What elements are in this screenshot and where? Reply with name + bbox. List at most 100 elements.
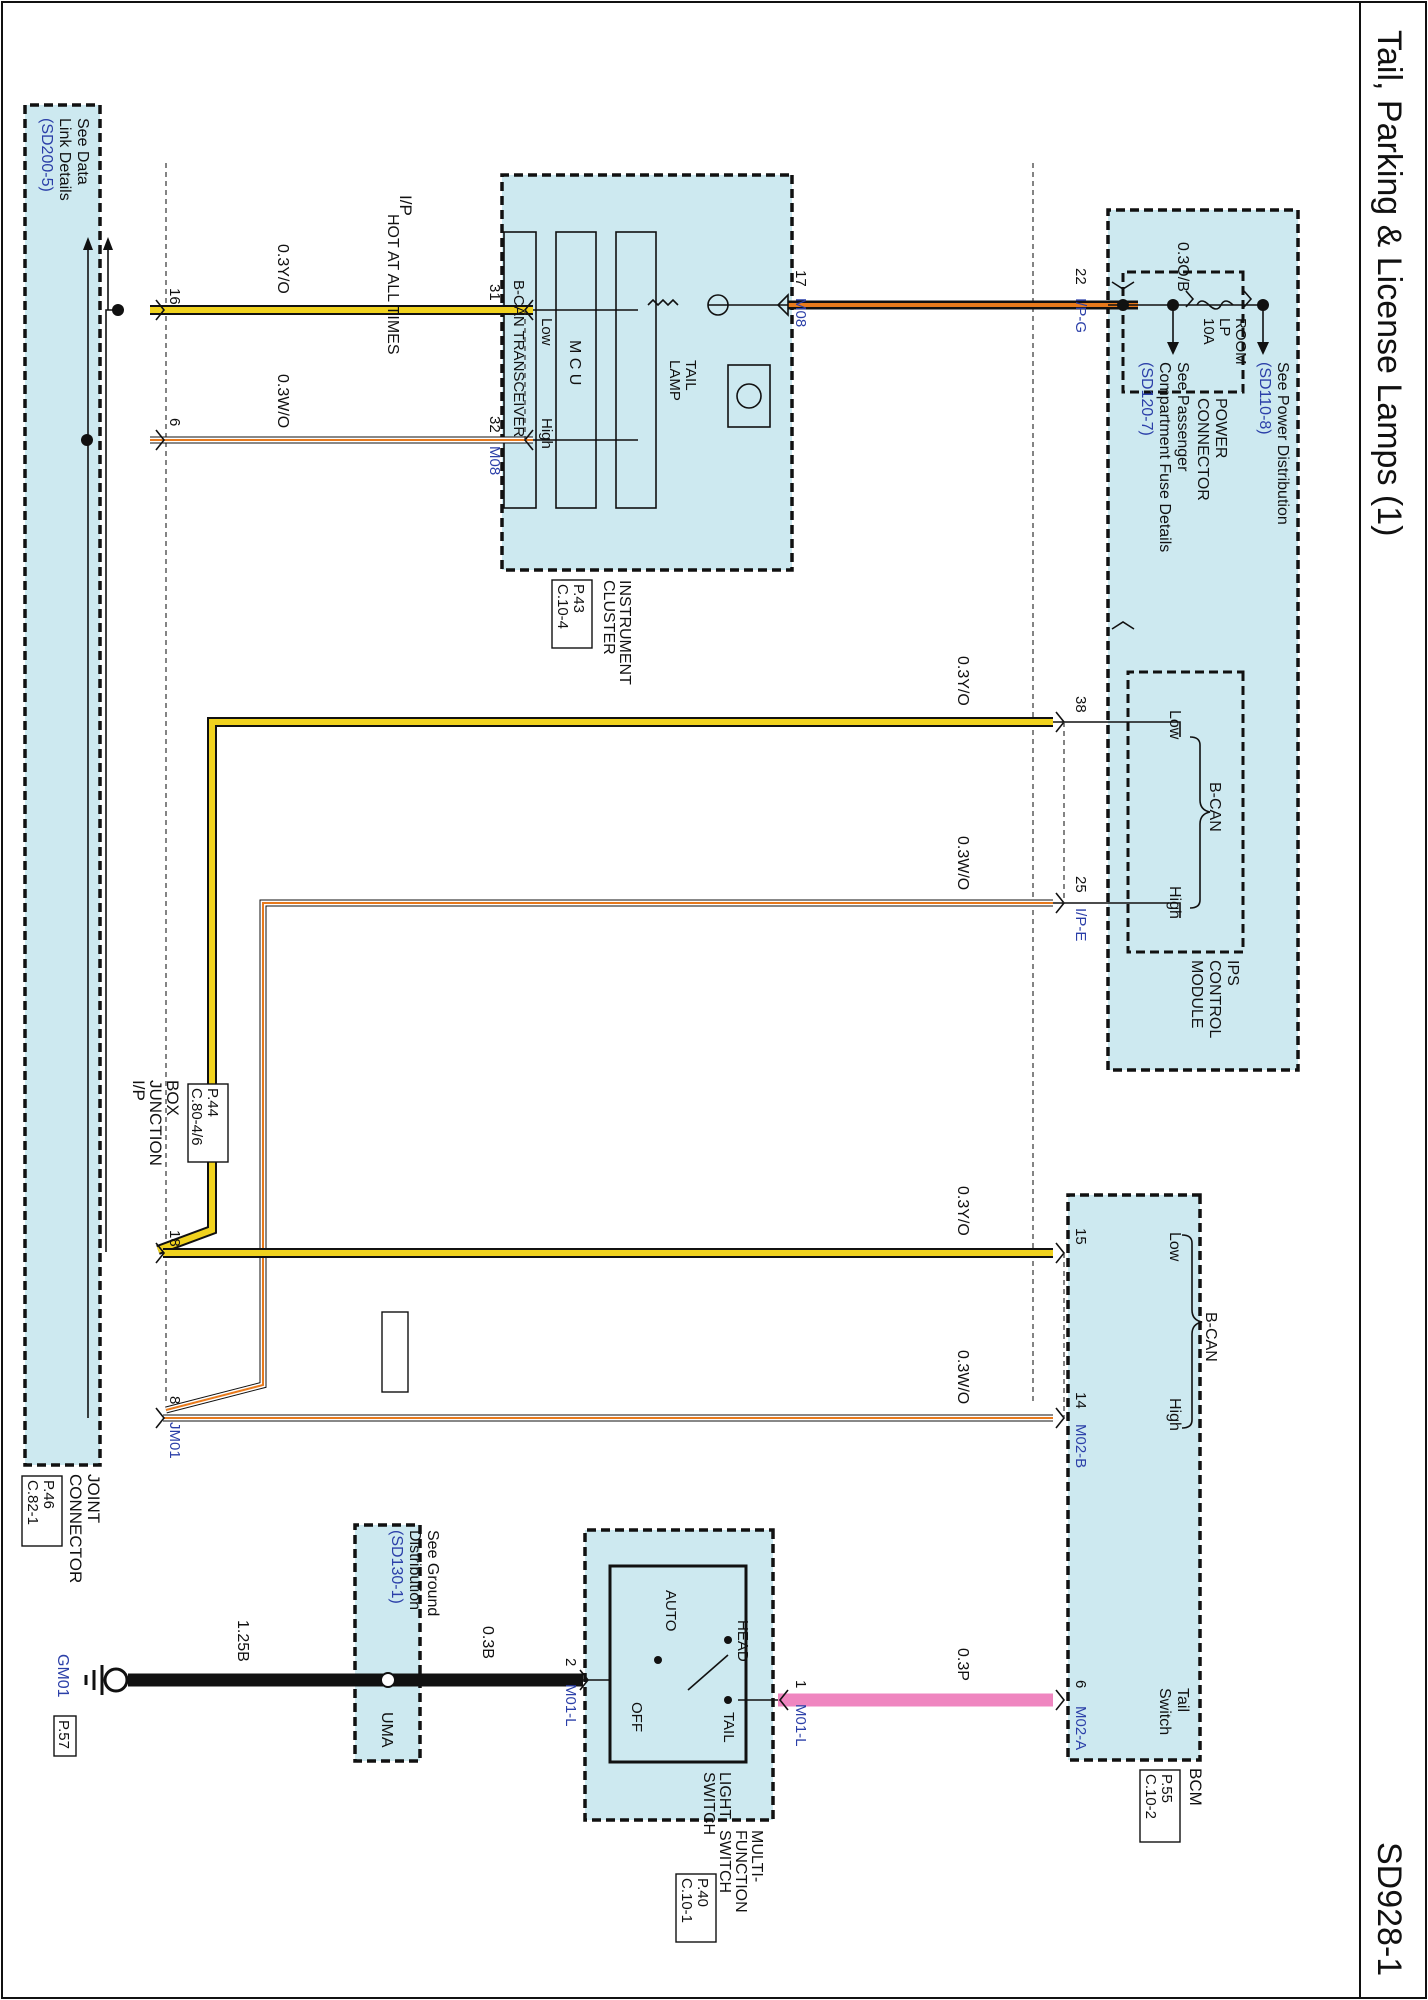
connector-chevron-icon — [1055, 1242, 1066, 1264]
fuse-label-3: 10A — [1200, 318, 1217, 345]
connector-chevron-icon — [1185, 290, 1195, 308]
switch-contact-icon — [687, 1654, 729, 1691]
ground-ref-box — [53, 1715, 77, 1757]
data-link-1: See Data — [74, 118, 91, 185]
mfs-name-1: MULTI- — [748, 1830, 765, 1882]
switch-auto: AUTO — [662, 1590, 679, 1631]
joint-pin-8: 8 — [166, 1396, 183, 1404]
joint-ref-p: P.46 — [40, 1480, 57, 1509]
joint-ref-c: C.82-1 — [24, 1480, 41, 1525]
wire-label-tail-switch: 0.3P — [954, 1648, 971, 1681]
mfs-ref-box — [675, 1873, 717, 1943]
cluster-pin-17: 17 — [792, 270, 809, 287]
resistor-icon — [647, 298, 679, 307]
ground-gm01: GM01 — [54, 1654, 71, 1698]
ip-junction-name-2: JUNCTION — [146, 1080, 165, 1166]
wire-ips-high-border — [165, 899, 1053, 1414]
bcm-ref-box — [1139, 1769, 1181, 1843]
connector-chevron-icon — [155, 1407, 166, 1429]
bcm-low: Low — [1166, 1232, 1183, 1262]
arrow-icon — [103, 237, 113, 250]
cluster-conn-m08-top: M08 — [792, 298, 809, 327]
ips-low-lead — [1053, 721, 1181, 737]
mfs-conn-2: M01-L — [562, 1684, 579, 1727]
bcm-box — [1066, 1193, 1202, 1762]
ip-junction-ref-p: P.44 — [204, 1088, 221, 1117]
mfs-pin-1: 1 — [792, 1680, 809, 1688]
ground-ref-2: Distribution — [406, 1530, 423, 1610]
wire-label-switch-ground: 0.3B — [479, 1626, 496, 1659]
tail-lamp-2: LAMP — [666, 360, 683, 401]
ground-icon — [103, 1667, 129, 1693]
fuse-icon — [1196, 300, 1234, 310]
ip-junction-ref-box — [187, 1083, 229, 1163]
bcm-conn-m02a: M02-A — [1072, 1706, 1089, 1750]
ground-ref-3: (SD130-1) — [388, 1530, 405, 1604]
page-code: SD928-1 — [1370, 1842, 1408, 1976]
tail-switch-1: Tail — [1174, 1688, 1191, 1712]
transceiver-block — [503, 231, 537, 509]
passenger-ref-2: Compartment Fuse Details — [1156, 362, 1173, 552]
junction-dot — [81, 434, 93, 446]
switch-head: HEAD — [734, 1620, 751, 1662]
hot-label-box — [381, 1311, 409, 1393]
passenger-ref-3: (SD120-7) — [1138, 362, 1155, 436]
ground-ref-p: P.57 — [55, 1720, 72, 1749]
instrument-cluster-box — [500, 173, 794, 572]
bcan-brace — [1189, 736, 1211, 909]
bcm-bcan-brace — [1181, 1234, 1203, 1429]
mcu-label: M C U — [566, 340, 583, 385]
ips-name-2: CONTROL — [1206, 960, 1223, 1038]
switch-off: OFF — [628, 1702, 645, 1732]
connector-chevron-icon — [1055, 1689, 1066, 1711]
mfs-ref-c: C.10-1 — [678, 1878, 695, 1923]
switch-terminal-icon — [724, 1636, 732, 1644]
power-connector-2: CONNECTOR — [1194, 398, 1211, 501]
switch-terminal-icon — [724, 1696, 732, 1704]
data-link-2: Link Details — [56, 118, 73, 201]
mfs-ref-p: P.40 — [694, 1878, 711, 1907]
ip-junction-name-1b: I/P — [129, 1080, 148, 1101]
connector-chevron-icon — [155, 299, 166, 321]
junction-dot — [1117, 299, 1129, 311]
wire-label-tail-feed: 0.3O/B — [1174, 242, 1191, 292]
ips-name-3: MODULE — [1188, 960, 1205, 1028]
transceiver-label: B-CAN TRANSCEIVER — [510, 280, 527, 437]
ips-high-lead — [1053, 902, 1181, 918]
ips-high: High — [1166, 886, 1183, 919]
power-connector-box — [1121, 270, 1245, 394]
bcm-pin-6: 6 — [1072, 1680, 1089, 1688]
bcm-name: BCM — [1186, 1768, 1205, 1806]
mcu-block — [555, 231, 597, 509]
wire-ips-high — [165, 900, 1053, 1413]
connector-chevron-icon — [1111, 621, 1135, 630]
joint-name-2: CONNECTOR — [66, 1474, 85, 1583]
mfs-pin-2: 2 — [562, 1658, 579, 1666]
cluster-ref-p: P.43 — [570, 584, 587, 613]
ips-name-1: IPS — [1224, 960, 1241, 986]
power-connector-1: POWER — [1212, 398, 1229, 458]
joint-pin-6: 6 — [166, 418, 183, 426]
bcm-bcan: B-CAN — [1202, 1312, 1219, 1362]
pin-25: 25 — [1072, 876, 1089, 893]
tail-lamp-icon — [736, 383, 762, 409]
bcm-ref-c: C.10-2 — [1142, 1774, 1159, 1819]
cluster-ref-box — [551, 579, 593, 649]
light-switch-1: LIGHT — [716, 1772, 733, 1819]
wire-label-bcm-high: 0.3W/O — [954, 1350, 971, 1404]
ip-junction-ref-c: C.80-4/6 — [188, 1088, 205, 1146]
tail-lamp-icon — [727, 364, 771, 428]
wire-label-ips-high: 0.3W/O — [954, 836, 971, 890]
arrow-icon — [1167, 342, 1179, 355]
power-ref-1: See Power Distribution — [1274, 362, 1291, 525]
connector-chevron-icon — [155, 429, 166, 451]
wire-label-bcm-low: 0.3Y/O — [954, 1186, 971, 1236]
led-icon — [707, 294, 729, 316]
ips-control-module-box — [1126, 670, 1245, 954]
fuse-label-1: ROOM — [1232, 318, 1249, 365]
cluster-name-2: CLUSTER — [600, 580, 617, 655]
wire-label-cluster-low: 0.3Y/O — [274, 244, 291, 294]
joint-name-1: JOINT — [84, 1474, 103, 1523]
joint-conn-jm01: JM01 — [166, 1422, 183, 1459]
